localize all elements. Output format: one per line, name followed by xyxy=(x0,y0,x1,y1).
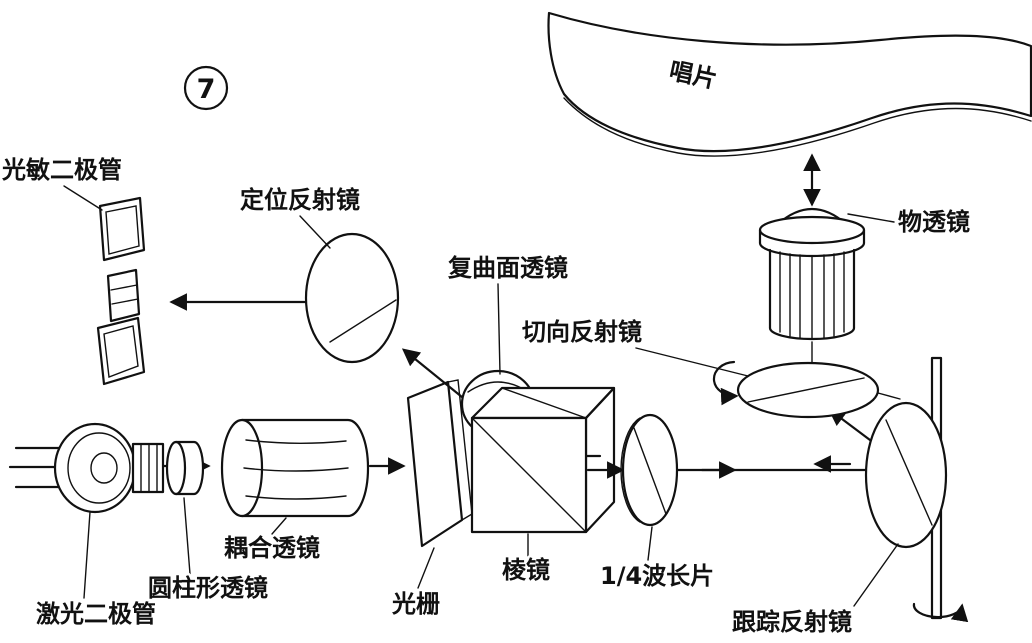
label-positioning-mirror: 定位反射镜 xyxy=(240,186,360,214)
label-disc: 唱片 xyxy=(667,56,720,93)
label-tangential-mirror: 切向反射镜 xyxy=(522,318,642,346)
leader-lines xyxy=(63,185,899,607)
record-disc xyxy=(547,11,1032,157)
figure-number-badge: 7 xyxy=(183,65,229,111)
tangential-mirror xyxy=(712,360,901,419)
rotation-arrow-tangential xyxy=(712,360,739,406)
labels: 唱片 光敏二极管 定位反射镜 复曲面透镜 切向反射镜 物透镜 耦合透镜 圆柱形透… xyxy=(0,54,973,639)
label-cylindrical-lens: 圆柱形透镜 xyxy=(148,574,268,602)
rotation-arrow-tracking xyxy=(912,602,969,623)
label-grating: 光栅 xyxy=(391,590,440,618)
figure-number: 7 xyxy=(197,74,216,105)
label-laser-diode: 激光二极管 xyxy=(36,600,156,628)
positioning-mirror xyxy=(304,232,400,364)
label-quarter-wave-plate: 1/4波长片 xyxy=(600,562,714,590)
label-photodiode: 光敏二极管 xyxy=(1,156,122,184)
laser-diode xyxy=(8,422,165,514)
photodiode-array xyxy=(96,196,146,386)
label-toric-lens: 复曲面透镜 xyxy=(447,254,568,282)
label-prism: 棱镜 xyxy=(502,556,550,584)
label-tracking-mirror: 跟踪反射镜 xyxy=(732,608,852,636)
tracking-mirror xyxy=(864,356,969,623)
cylindrical-lens xyxy=(165,440,205,496)
quarter-wave-plate xyxy=(620,413,679,527)
coupling-lens xyxy=(220,418,370,518)
label-objective-lens: 物透镜 xyxy=(898,208,970,236)
objective-lens xyxy=(758,207,866,341)
prism xyxy=(470,386,616,534)
grating xyxy=(406,379,473,548)
label-coupling-lens: 耦合透镜 xyxy=(224,534,320,562)
